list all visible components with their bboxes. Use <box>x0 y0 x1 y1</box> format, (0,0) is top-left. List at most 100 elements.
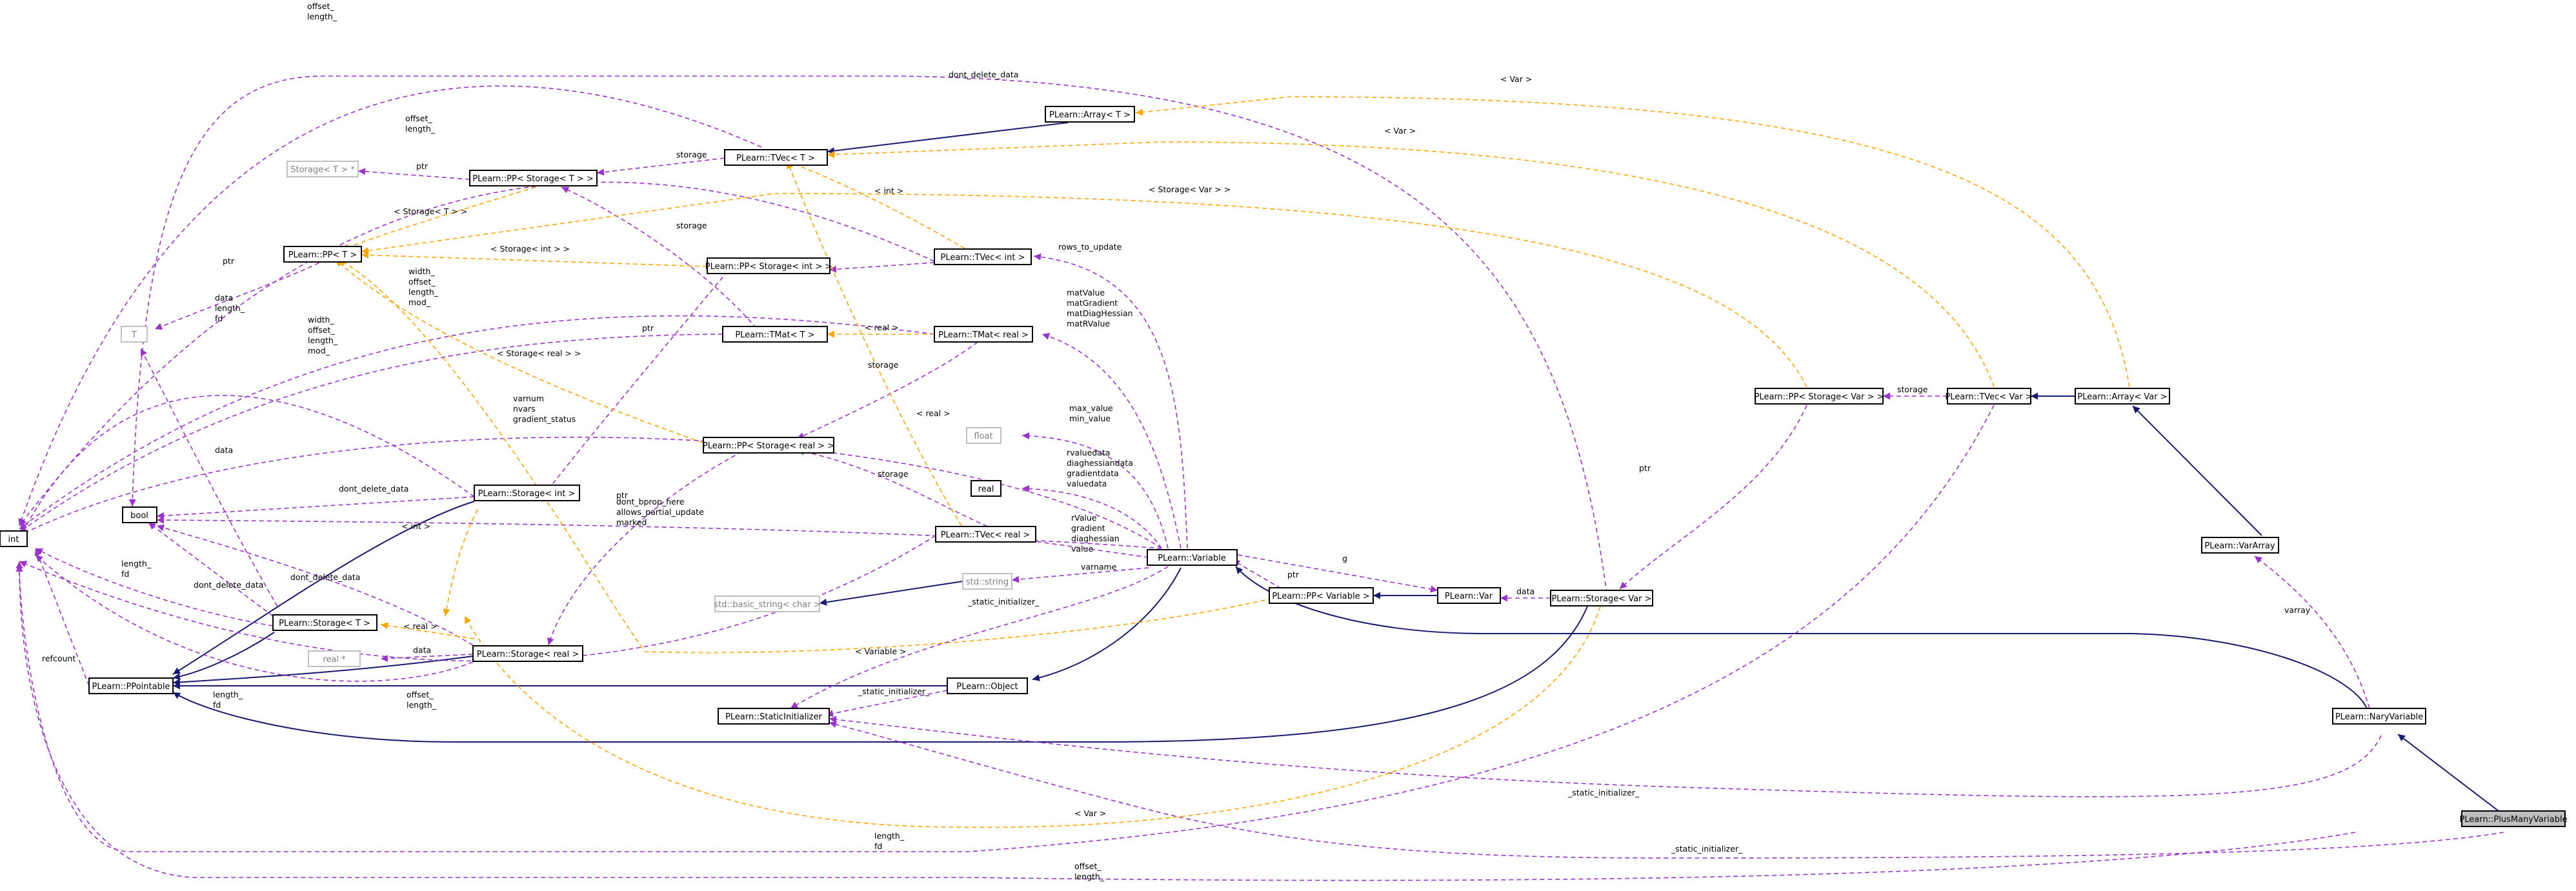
edge-tpl-pp-storage-var <box>361 193 1807 388</box>
edge-tpl-tvec-real <box>786 161 962 526</box>
edge-use-dont-delete-top <box>128 75 1607 594</box>
edge-use-ptr-pp-t-T <box>154 259 327 330</box>
label-group-offset-tvec-real: offset_ length_ <box>407 690 437 710</box>
node-basic-string[interactable]: std::basic_string< char > <box>714 596 821 612</box>
label-line: max_value <box>1069 403 1113 413</box>
edge-tpl-pp-storage-int <box>361 251 708 267</box>
label-line: rvaluedata <box>1067 448 1110 457</box>
node-array-var[interactable]: PLearn::Array< Var > <box>2075 388 2170 405</box>
label-line: width_ <box>408 266 435 276</box>
node-tvec-real[interactable]: PLearn::TVec< real > <box>935 526 1036 543</box>
node-label: real * <box>323 655 346 665</box>
label-line: mod_ <box>408 297 431 307</box>
edge-use-offset-length-top <box>18 85 762 526</box>
node-tmat-t[interactable]: PLearn::TMat< T > <box>722 326 828 343</box>
label-group-length-fd-storage-real: length_ fd <box>213 690 245 710</box>
node-label: PLearn::Storage< T > <box>279 619 370 628</box>
label-varray: varray <box>2284 605 2311 615</box>
label-static-init-variable: _static_initializer_ <box>967 597 1040 606</box>
edge-use-g <box>1237 554 1438 593</box>
node-tvec-int[interactable]: PLearn::TVec< int > <box>934 248 1032 265</box>
node-label: PLearn::Array< T > <box>1049 110 1131 120</box>
edges-layer <box>15 75 2504 881</box>
node-pp-storage-real[interactable]: PLearn::PP< Storage< real > > <box>703 437 834 454</box>
node-nary-variable[interactable]: PLearn::NaryVariable <box>2332 708 2426 725</box>
edge-use-storage-tmat-t <box>561 186 762 335</box>
edge-use-dont-delete-int <box>156 496 475 519</box>
label-line: data <box>215 293 233 303</box>
label-line: length_ <box>308 335 338 345</box>
label-rows-to-update: rows_to_update <box>1058 242 1122 252</box>
node-vararray[interactable]: PLearn::VarArray <box>2201 537 2279 554</box>
node-variable[interactable]: PLearn::Variable <box>1147 549 1238 566</box>
label-storage-tvec-t: storage <box>676 150 707 159</box>
label-storage-tmat-t: storage <box>676 221 707 230</box>
node-tvec-var[interactable]: PLearn::TVec< Var > <box>1945 388 2033 405</box>
edge-use-width-tmat-real <box>19 315 935 530</box>
label-line: offset_ <box>407 690 434 699</box>
label-data-storage-t: data <box>215 445 233 455</box>
edge-vararray-to-array <box>2132 405 2262 536</box>
label-tpl-storage-var: < Storage< Var > > <box>1149 185 1231 194</box>
node-pp-t[interactable]: PLearn::PP< T > <box>283 246 362 263</box>
node-var[interactable]: PLearn::Var <box>1437 587 1501 604</box>
node-label: PLearn::TMat< T > <box>735 330 814 340</box>
label-data-var: data <box>1516 586 1535 596</box>
node-ppointable[interactable]: PLearn::PPointable <box>88 677 174 694</box>
label-static-init-object: _static_initializer_ <box>858 686 930 696</box>
node-label: PLearn::TVec< real > <box>941 530 1031 540</box>
edge-tpl-tvec-int <box>787 160 965 249</box>
node-storage-var[interactable]: PLearn::Storage< Var > <box>1550 590 1653 606</box>
node-label: PLearn::PP< Storage< int > > <box>705 262 832 272</box>
node-real[interactable]: real <box>971 480 1001 497</box>
node-T[interactable]: T <box>121 326 148 343</box>
edge-use-static-init-plusmany <box>829 721 2504 859</box>
node-pp-storage-int[interactable]: PLearn::PP< Storage< int > > <box>705 257 832 274</box>
node-pp-variable[interactable]: PLearn::PP< Variable > <box>1269 587 1374 604</box>
node-int[interactable]: int <box>0 530 28 547</box>
node-storage-t-ptr[interactable]: Storage< T > * <box>287 161 359 177</box>
node-label: PLearn::Storage< Var > <box>1551 594 1651 604</box>
label-dont-delete-t: dont_delete_data <box>194 580 263 590</box>
label-line: value <box>1071 544 1093 554</box>
label-ptr-pp-t: ptr <box>223 256 235 266</box>
node-plusmany-variable[interactable]: PLearn::PlusManyVariable <box>2459 810 2568 827</box>
node-bool[interactable]: bool <box>122 506 157 523</box>
label-line: length_ <box>874 831 905 841</box>
label-line: length_ <box>1074 872 1105 881</box>
node-array-t[interactable]: PLearn::Array< T > <box>1045 106 1135 123</box>
edge-use-static-init-nary <box>829 716 2382 797</box>
node-tvec-t[interactable]: PLearn::TVec< T > <box>724 149 828 166</box>
label-tpl-variable: < Variable > <box>855 646 907 656</box>
label-tpl-real2: < real > <box>916 408 951 418</box>
label-line: offset_ <box>408 277 436 286</box>
node-label: bool <box>130 511 148 521</box>
label-line: offset_ <box>308 325 335 335</box>
node-object[interactable]: PLearn::Object <box>947 677 1028 694</box>
label-line: dont_bprop_here <box>616 497 685 506</box>
node-storage-real[interactable]: PLearn::Storage< real > <box>472 645 583 662</box>
label-group-maxmin: max_value min_value <box>1069 403 1116 423</box>
node-pp-storage-var[interactable]: PLearn::PP< Storage< Var > > <box>1755 388 1884 405</box>
node-std-string[interactable]: std::string <box>962 573 1012 590</box>
node-static-initializer[interactable]: PLearn::StaticInitializer <box>718 708 830 725</box>
edge-nary-to-variable <box>1235 566 2368 709</box>
node-label: PLearn::PP< Storage< real > > <box>703 441 834 451</box>
node-label: PLearn::PP< Variable > <box>1272 592 1369 601</box>
node-label: PLearn::TMat< real > <box>938 330 1029 340</box>
edge-storage-var-to-ppointable <box>172 606 1588 743</box>
node-label: PLearn::PP< Storage< Var > > <box>1755 392 1884 402</box>
label-ptr-storage-int: ptr <box>642 323 654 333</box>
edge-tpl-storage-var <box>464 606 1601 828</box>
label-tpl-storage-real: < Storage< real > > <box>497 348 581 358</box>
node-real-ptr[interactable]: real * <box>308 650 361 667</box>
node-float[interactable]: float <box>966 427 1001 444</box>
node-storage-t[interactable]: PLearn::Storage< T > <box>272 614 377 631</box>
node-label: PLearn::TVec< T > <box>736 154 815 163</box>
node-pp-storage-t[interactable]: PLearn::PP< Storage< T > > <box>469 170 598 186</box>
label-line: matDiagHessian <box>1067 308 1133 318</box>
node-tmat-real[interactable]: PLearn::TMat< real > <box>934 326 1033 343</box>
edge-use-real <box>1021 485 1162 549</box>
label-line: gradient <box>1071 523 1105 533</box>
node-storage-int[interactable]: PLearn::Storage< int > <box>474 485 580 501</box>
